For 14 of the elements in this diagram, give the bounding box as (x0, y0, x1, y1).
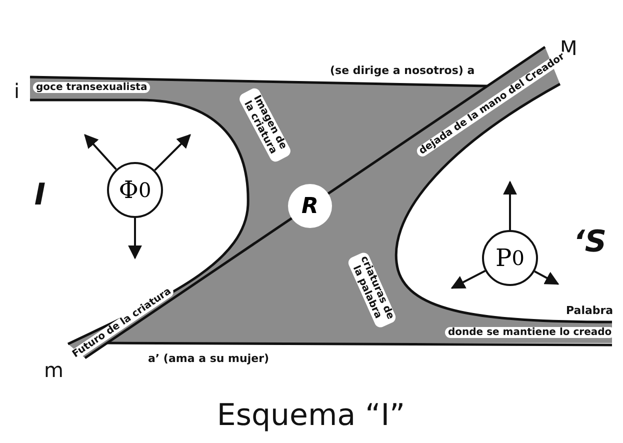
register-letter: ‘S (574, 224, 606, 260)
arrow (154, 134, 191, 171)
band-label: Palabra (566, 304, 614, 317)
arrow (534, 270, 560, 285)
register-letter: I (34, 178, 46, 212)
arrow (503, 180, 517, 230)
arrow (450, 270, 486, 289)
arrow (128, 218, 142, 260)
arrow (84, 134, 117, 170)
point-label: i (14, 79, 20, 103)
band-label: donde se mantiene lo creado (445, 327, 615, 338)
band-label: goce transexualista (33, 82, 150, 93)
point-label: m (44, 358, 64, 382)
caption: Esquema “I” (216, 398, 406, 433)
